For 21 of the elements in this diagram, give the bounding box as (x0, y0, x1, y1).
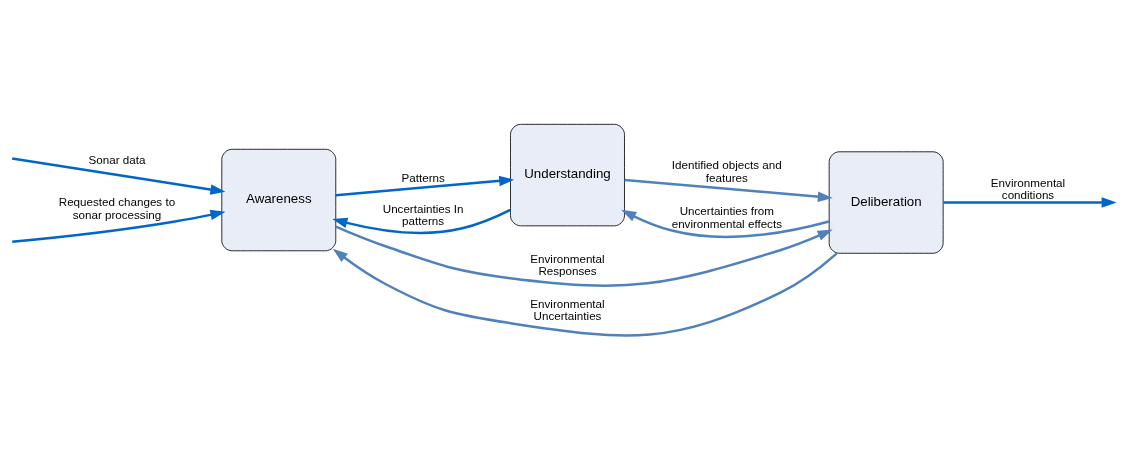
arrow (943, 197, 1117, 208)
node-box: Awareness (221, 148, 337, 252)
arrow (624, 178, 833, 202)
arrow (332, 248, 838, 337)
edge-label: Environmental conditions (990, 175, 1066, 202)
edge-label: Uncertainties from environmental effects (671, 204, 782, 230)
arrow (12, 209, 226, 243)
edge-label: Patterns (401, 170, 445, 184)
node-box: Understanding (510, 123, 625, 227)
arrow (335, 175, 515, 197)
arrow (11, 157, 226, 195)
arrow (332, 208, 511, 235)
arrow (335, 225, 833, 287)
edge-label: Requested changes to sonar processing (58, 195, 176, 221)
edge-label: Uncertainties In patterns (382, 201, 464, 228)
arrow (621, 209, 830, 239)
edge-label: Identified objects and features (671, 158, 782, 184)
edge-label: Sonar data (88, 152, 146, 166)
edge-label: Environmental Uncertainties (530, 296, 605, 323)
node-box: Deliberation (828, 151, 944, 254)
edge-label: Environmental Responses (530, 251, 605, 278)
